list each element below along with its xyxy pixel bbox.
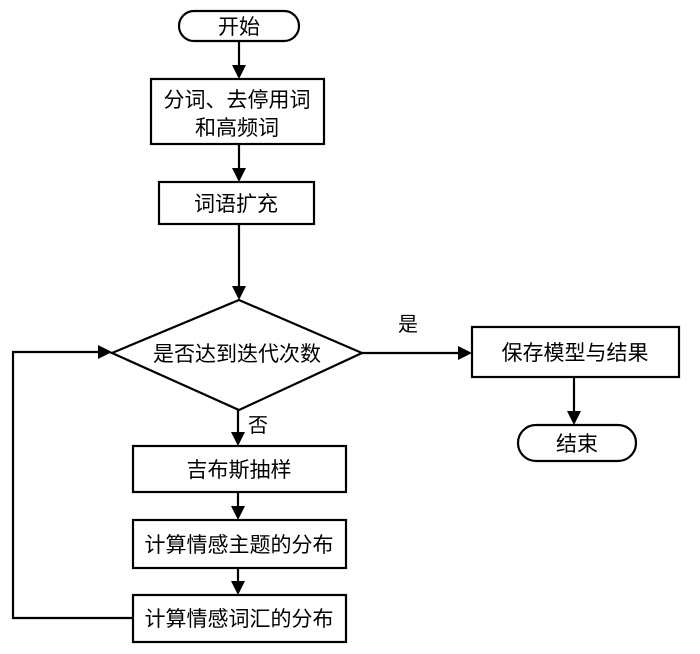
preprocess-box (149, 77, 326, 146)
arrowhead-icon (567, 411, 581, 425)
edge-line (11, 350, 133, 620)
arrowhead-icon (231, 432, 245, 446)
arrowhead-icon (231, 506, 245, 520)
save-box (470, 325, 681, 379)
edge-decision-to-save: 是 (362, 312, 472, 360)
edge-preprocess-to-expand (232, 144, 246, 182)
save-label: 保存模型与结果 (502, 341, 649, 365)
edge-gibbs-to-topic-dist (231, 492, 245, 520)
preprocess-label-line2: 和高频词 (195, 116, 279, 140)
topic-dist-box (131, 518, 348, 570)
expand-box (157, 180, 316, 226)
edge-save-to-end (567, 377, 581, 425)
expand-node: 词语扩充 (157, 180, 316, 226)
start-node: 开始 (177, 9, 301, 43)
arrowhead-icon (458, 346, 472, 360)
topic-dist-node: 计算情感主题的分布 (131, 518, 348, 570)
start-label: 开始 (218, 15, 260, 39)
no-label: 否 (248, 413, 268, 437)
preprocess-label-line1: 分词、去停用词 (164, 88, 311, 112)
arrowhead-icon (231, 581, 245, 595)
end-label: 结束 (556, 432, 598, 456)
end-terminator-shape (516, 423, 638, 463)
end-node: 结束 (516, 423, 638, 463)
arrowhead-icon (98, 345, 112, 359)
gibbs-label: 吉布斯抽样 (187, 458, 292, 482)
decision-label: 是否达到迭代次数 (153, 342, 321, 366)
arrowhead-icon (232, 286, 246, 300)
preprocess-node: 分词、去停用词 和高频词 (149, 77, 326, 146)
yes-label: 是 (398, 312, 418, 336)
gibbs-box (131, 444, 348, 494)
edge-start-to-preprocess (232, 41, 246, 79)
expand-label: 词语扩充 (194, 192, 278, 216)
topic-dist-label: 计算情感主题的分布 (145, 533, 334, 557)
save-node: 保存模型与结果 (470, 325, 681, 379)
edge-loop-back-to-decision (11, 345, 133, 620)
edge-expand-to-decision (232, 224, 246, 300)
edge-decision-to-gibbs: 否 (231, 410, 268, 446)
word-dist-node: 计算情感词汇的分布 (131, 593, 348, 644)
word-dist-label: 计算情感词汇的分布 (145, 607, 334, 631)
gibbs-node: 吉布斯抽样 (131, 444, 348, 494)
arrowhead-icon (232, 168, 246, 182)
decision-node: 是否达到迭代次数 (109, 298, 365, 412)
edge-topic-dist-to-word-dist (231, 568, 245, 595)
arrowhead-icon (232, 65, 246, 79)
